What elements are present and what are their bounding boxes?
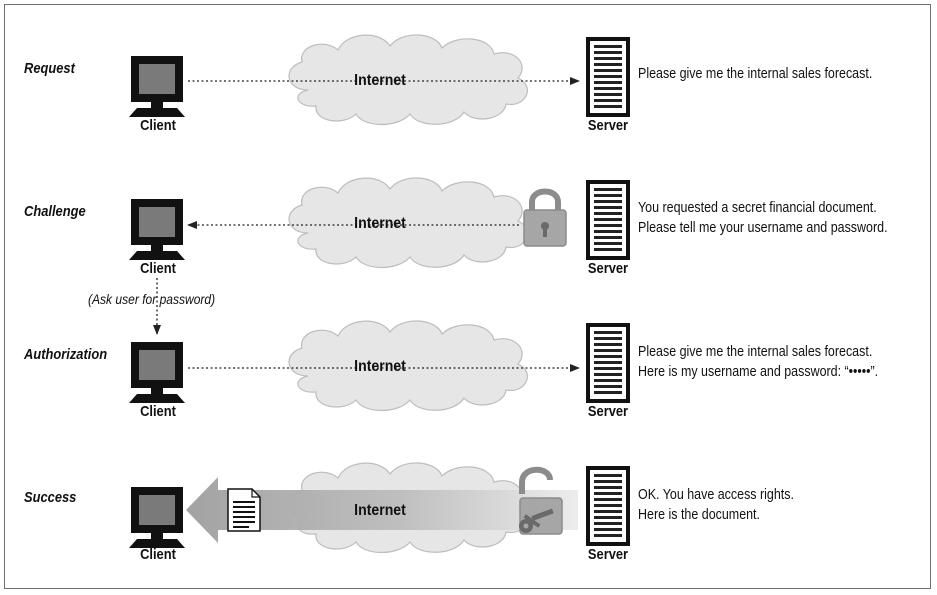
- row-authorization: [129, 320, 630, 412]
- internet-label: Internet: [354, 215, 406, 232]
- message-success: OK. You have access rights. Here is the …: [638, 485, 794, 525]
- row-success: [129, 462, 630, 554]
- client-label: Client: [140, 403, 176, 420]
- row-challenge: [129, 177, 630, 335]
- message-line: Here is the document.: [638, 507, 760, 523]
- message-line: Please give me the internal sales foreca…: [638, 66, 873, 82]
- message-authorization: Please give me the internal sales foreca…: [638, 342, 878, 382]
- message-line: Please tell me your username and passwor…: [638, 220, 888, 236]
- client-label: Client: [140, 260, 176, 277]
- message-line: Please give me the internal sales foreca…: [638, 344, 873, 360]
- message-line: OK. You have access rights.: [638, 487, 794, 503]
- client-label: Client: [140, 117, 176, 134]
- server-label: Server: [587, 546, 629, 563]
- message-request: Please give me the internal sales foreca…: [638, 64, 872, 84]
- message-line: You requested a secret financial documen…: [638, 200, 877, 216]
- client-computer-icon: [129, 342, 185, 403]
- message-line: Here is my username and password: “•••••…: [638, 364, 879, 380]
- server-label: Server: [587, 117, 629, 134]
- ask-user-annotation: (Ask user for password): [88, 291, 216, 307]
- stage-label-request: Request: [24, 60, 75, 77]
- document-transfer-arrow: [186, 477, 578, 543]
- stage-label-authorization: Authorization: [24, 346, 108, 363]
- stage-label-success: Success: [24, 489, 77, 506]
- server-label: Server: [587, 403, 629, 420]
- message-challenge: You requested a secret financial documen…: [638, 198, 888, 238]
- client-computer-icon: [129, 199, 185, 260]
- server-icon: [586, 323, 630, 403]
- client-computer-icon: [129, 487, 185, 548]
- internet-label: Internet: [354, 502, 406, 519]
- internet-label: Internet: [354, 358, 406, 375]
- client-computer-icon: [129, 56, 185, 117]
- unlocked-padlock-with-key-icon: [519, 466, 563, 535]
- server-icon: [586, 466, 630, 546]
- internet-label: Internet: [354, 72, 406, 89]
- stage-label-challenge: Challenge: [24, 203, 86, 220]
- server-icon: [586, 180, 630, 260]
- document-icon: [227, 488, 261, 532]
- locked-padlock-icon: [523, 188, 567, 247]
- server-icon: [586, 37, 630, 117]
- client-label: Client: [140, 546, 176, 563]
- row-request: [129, 34, 630, 126]
- server-label: Server: [587, 260, 629, 277]
